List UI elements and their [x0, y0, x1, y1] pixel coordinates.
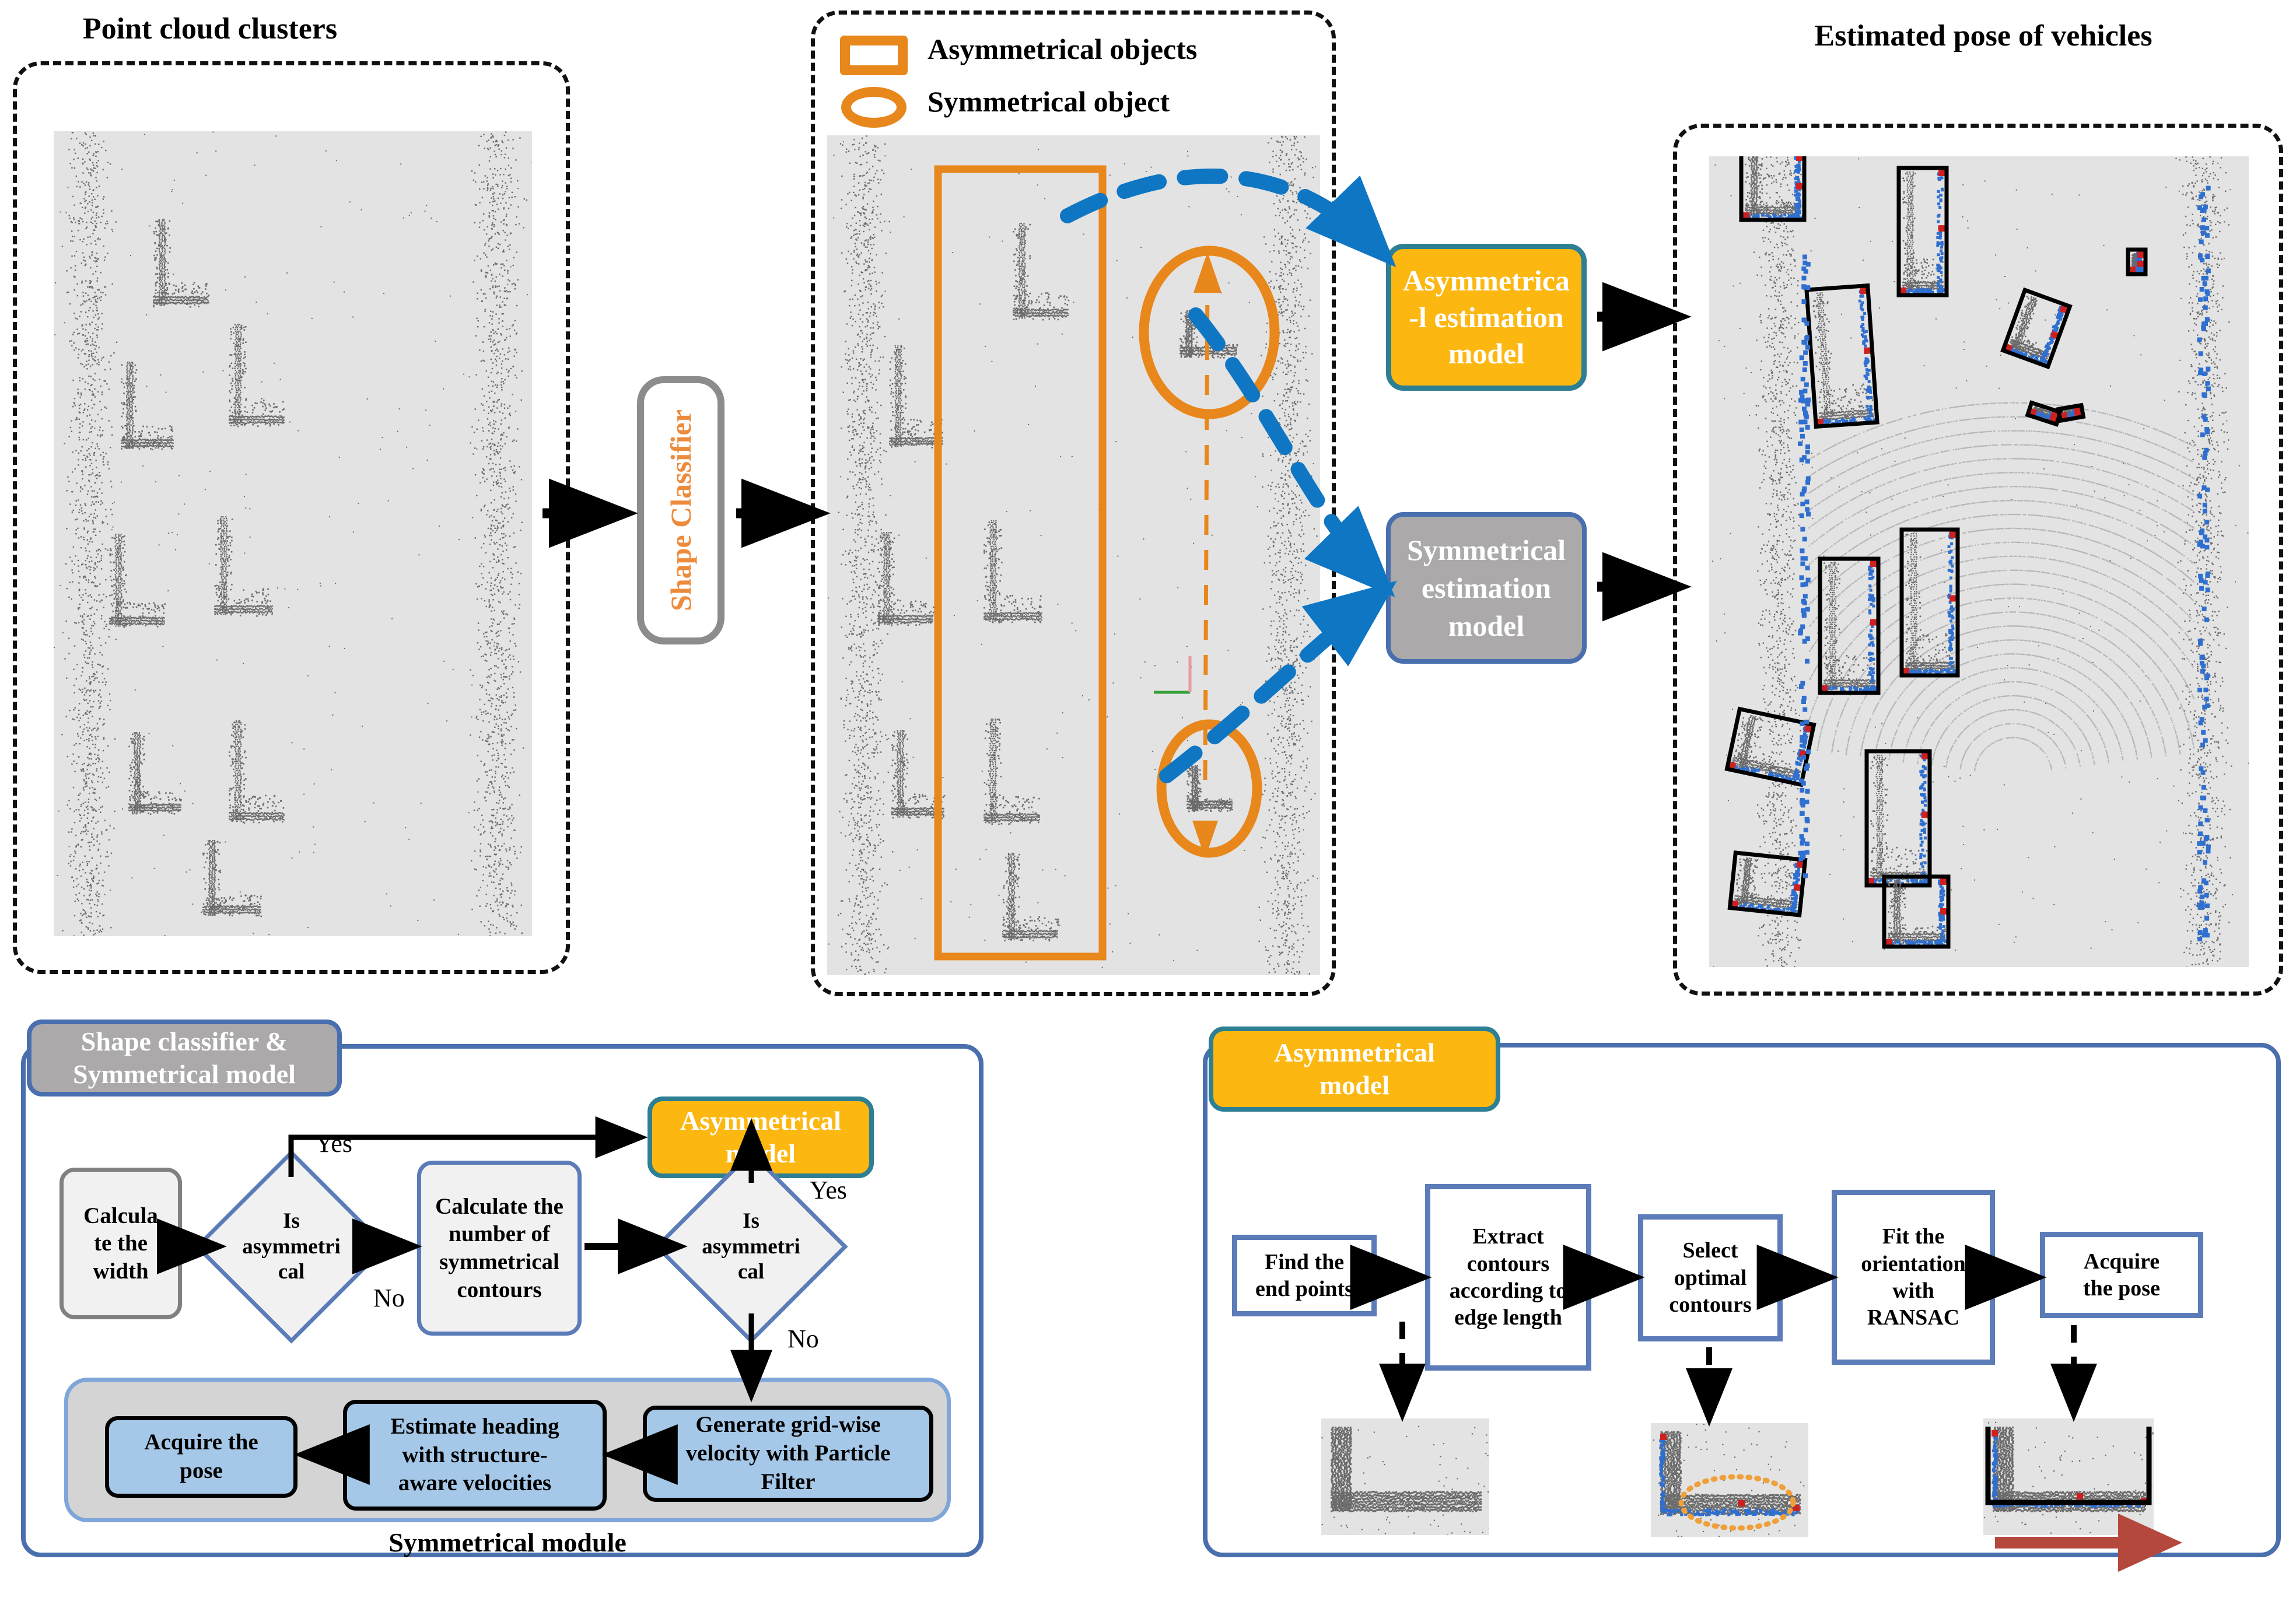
step-extract-contours[interactable]: Extract contours according to edge lengt… [1425, 1184, 1591, 1371]
edge-label-no-1: No [373, 1283, 405, 1313]
point-cloud-middle [827, 135, 1320, 975]
edge-label-yes-1: Yes [315, 1129, 352, 1158]
page-title-left: Point cloud clusters [12, 12, 408, 46]
node-calculate-width[interactable]: Calcula te the width [60, 1168, 182, 1319]
find-ep-line-2: end points [1255, 1276, 1353, 1302]
shape-classifier-label: Shape Classifier [664, 409, 698, 611]
edge-label-no-2: No [788, 1324, 819, 1354]
fit-line-4: RANSAC [1861, 1304, 1965, 1331]
bl-header-line-2: Symmetrical model [73, 1058, 296, 1091]
panel-header-asymmetrical-model: Asymmetrical model [1209, 1027, 1500, 1112]
asymmetrical-estimation-model-box[interactable]: Asymmetrica -l estimation model [1386, 244, 1587, 391]
step-acquire-pose-asymmetrical[interactable]: Acquire the pose [2040, 1232, 2203, 1318]
heading-arrow-top [1194, 252, 1222, 293]
legend-label-asymmetrical: Asymmetrical objects [928, 32, 1197, 66]
is-asym2-line-1: Is [702, 1208, 800, 1234]
legend-label-symmetrical: Symmetrical object [928, 85, 1170, 118]
gen-vel-line-3: Filter [686, 1468, 891, 1497]
fit-line-2: orientation [1861, 1250, 1965, 1277]
is-asym2-line-2: asymmetri [702, 1234, 800, 1260]
is-asym1-line-2: asymmetri [242, 1234, 341, 1260]
point-cloud-left [54, 131, 532, 936]
asymmetrical-region-rect [934, 165, 1107, 961]
br-header-line-2: model [1274, 1069, 1435, 1102]
calc-contours-line-1: Calculate the [435, 1193, 564, 1221]
calc-width-line-1: Calcula [83, 1202, 158, 1230]
extract-line-1: Extract [1450, 1223, 1567, 1250]
legend: Asymmetrical objects Symmetrical object [840, 32, 1318, 128]
fit-line-1: Fit the [1861, 1223, 1965, 1250]
node-is-asymmetrical-2[interactable]: Is asymmetri cal [654, 1150, 848, 1344]
symmetrical-module-caption: Symmetrical module [64, 1527, 951, 1558]
is-asym2-line-3: cal [702, 1259, 800, 1285]
gen-vel-line-2: velocity with Particle [686, 1439, 891, 1468]
step-estimate-heading[interactable]: Estimate heading with structure- aware v… [343, 1400, 607, 1511]
contour-ellipse-icon [1678, 1474, 1796, 1531]
select-line-3: contours [1669, 1291, 1751, 1318]
select-line-1: Select [1669, 1237, 1751, 1264]
calc-width-line-3: width [83, 1257, 158, 1285]
est-head-line-2: with structure- [390, 1441, 559, 1470]
panel-header-shape-classifier: Shape classifier & Symmetrical model [27, 1020, 342, 1096]
extract-line-2: contours [1450, 1250, 1567, 1277]
step-generate-velocity[interactable]: Generate grid-wise velocity with Particl… [643, 1406, 933, 1502]
is-asym1-line-1: Is [242, 1208, 341, 1234]
est-head-line-3: aware velocities [390, 1469, 559, 1498]
page-title-right: Estimated pose of vehicles [1738, 19, 2228, 53]
asym-model-line-1: Asymmetrica [1403, 262, 1570, 299]
is-asym1-line-3: cal [242, 1259, 341, 1285]
calc-width-line-2: te the [83, 1229, 158, 1257]
node-is-asymmetrical-1[interactable]: Is asymmetri cal [194, 1150, 388, 1344]
extract-line-3: according to [1450, 1277, 1567, 1304]
step-fit-orientation-ransac[interactable]: Fit the orientation with RANSAC [1832, 1190, 1995, 1365]
sym-model-line-2: estimation [1407, 569, 1566, 607]
bl-header-line-1: Shape classifier & [73, 1025, 296, 1058]
gen-vel-line-1: Generate grid-wise [686, 1411, 891, 1439]
sym-model-line-1: Symmetrical [1407, 531, 1566, 569]
diamond-text: Is asymmetri cal [223, 1178, 360, 1315]
node-calculate-symmetrical-contours[interactable]: Calculate the number of symmetrical cont… [417, 1161, 582, 1336]
calc-contours-line-4: contours [435, 1276, 564, 1304]
br-header-line-1: Asymmetrical [1274, 1036, 1435, 1069]
edge-label-yes-2: Yes [810, 1175, 847, 1205]
est-head-line-1: Estimate heading [390, 1413, 559, 1441]
calc-contours-line-3: symmetrical [435, 1248, 564, 1276]
ellipse-icon [841, 87, 907, 128]
symmetrical-estimation-model-box[interactable]: Symmetrical estimation model [1386, 512, 1587, 664]
step-select-optimal-contours[interactable]: Select optimal contours [1638, 1214, 1783, 1341]
asym-model-line-2: -l estimation [1403, 299, 1570, 336]
br-acq-line-2: the pose [2083, 1275, 2160, 1302]
shape-classifier-box[interactable]: Shape Classifier [637, 376, 724, 644]
rectangle-icon [840, 36, 908, 75]
acq-pose-line-2: pose [144, 1457, 258, 1486]
step-find-end-points[interactable]: Find the end points [1232, 1235, 1377, 1316]
sym-model-line-3: model [1407, 607, 1566, 645]
br-acq-line-1: Acquire [2083, 1248, 2160, 1275]
select-line-2: optimal [1669, 1264, 1751, 1291]
extract-line-4: edge length [1450, 1304, 1567, 1331]
acq-pose-line-1: Acquire the [144, 1428, 258, 1457]
find-ep-line-1: Find the [1255, 1249, 1353, 1276]
fit-line-3: with [1861, 1277, 1965, 1304]
diamond-text: Is asymmetri cal [682, 1178, 820, 1315]
step-acquire-pose-symmetrical[interactable]: Acquire the pose [105, 1416, 298, 1498]
heading-axis-line [1203, 278, 1210, 780]
thumbnail-contours-ellipse [1651, 1423, 1808, 1537]
thumbnail-fitted-box [1983, 1418, 2154, 1535]
point-cloud-right [1709, 156, 2249, 967]
calc-contours-line-2: number of [435, 1220, 564, 1248]
heading-arrow-bottom [1192, 821, 1218, 859]
asym-model-line-3: model [1403, 335, 1570, 372]
bl-asym-chip-line-1: Asymmetrical [680, 1105, 841, 1137]
thumbnail-raw-cluster [1321, 1418, 1489, 1535]
fitted-bbox-icon [1985, 1427, 2152, 1505]
